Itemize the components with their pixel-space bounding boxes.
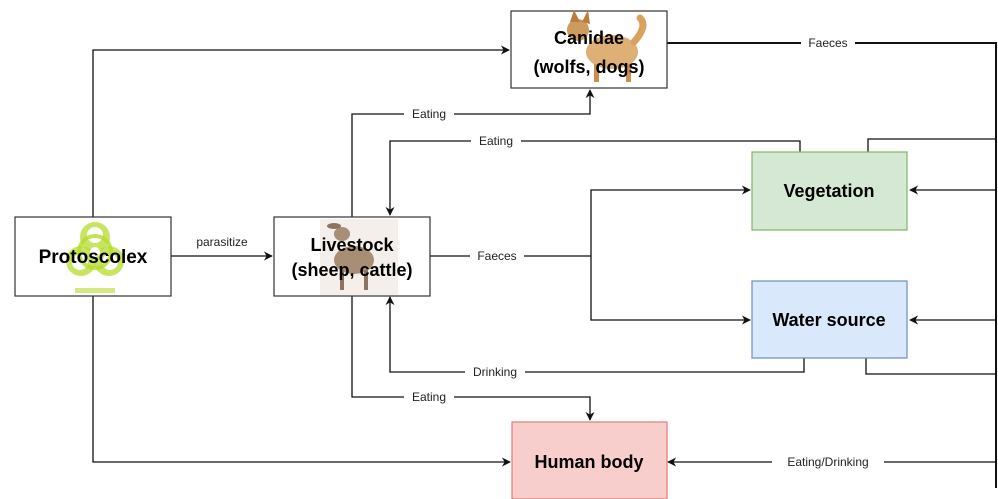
- edge-water-livestock: [385, 296, 805, 373]
- dog-icon: [567, 10, 647, 82]
- node-human-label: Human body: [534, 452, 643, 472]
- node-canidae-line1: Canidae: [554, 28, 624, 48]
- label-parasitize: parasitize: [196, 235, 248, 249]
- node-water-label: Water source: [772, 310, 885, 330]
- label-faeces-livestock: Faeces: [477, 249, 516, 263]
- edge-water-rail: [865, 358, 996, 375]
- node-canidae[interactable]: Canidae (wolfs, dogs): [510, 10, 668, 89]
- node-livestock-line2: (sheep, cattle): [291, 260, 412, 280]
- label-eating-vegetation: Eating: [479, 134, 513, 148]
- node-canidae-line2: (wolfs, dogs): [534, 57, 645, 77]
- edge-faeces-water: [590, 256, 751, 325]
- node-protoscolex-label: Protoscolex: [39, 247, 148, 268]
- biohazard-icon: [66, 222, 124, 293]
- sheep-icon: [327, 223, 374, 290]
- label-drinking: Drinking: [473, 365, 517, 379]
- node-vegetation-label: Vegetation: [783, 181, 874, 201]
- label-eating-human: Eating: [412, 390, 446, 404]
- node-protoscolex[interactable]: Protoscolex: [14, 216, 172, 297]
- edge-vegetation-livestock: [385, 140, 801, 216]
- edge-protoscolex-canidae: [92, 45, 510, 217]
- edge-vegetation-rail: [867, 138, 996, 152]
- edge-canidae-faeces: [667, 42, 997, 488]
- node-livestock[interactable]: Livestock (sheep, cattle): [273, 216, 431, 297]
- label-eating-drinking: Eating/Drinking: [787, 455, 868, 469]
- edge-livestock-human: [351, 296, 595, 421]
- edge-protoscolex-human: [92, 296, 511, 467]
- label-eating-canidae: Eating: [412, 107, 446, 121]
- node-vegetation[interactable]: Vegetation: [751, 151, 908, 231]
- node-livestock-line1: Livestock: [310, 235, 394, 255]
- node-human-body[interactable]: Human body: [511, 421, 668, 499]
- edge-faeces-vegetation: [590, 185, 751, 256]
- label-faeces-canidae: Faeces: [808, 36, 847, 50]
- edge-livestock-canidae: [351, 89, 595, 217]
- node-water-source[interactable]: Water source: [751, 280, 908, 359]
